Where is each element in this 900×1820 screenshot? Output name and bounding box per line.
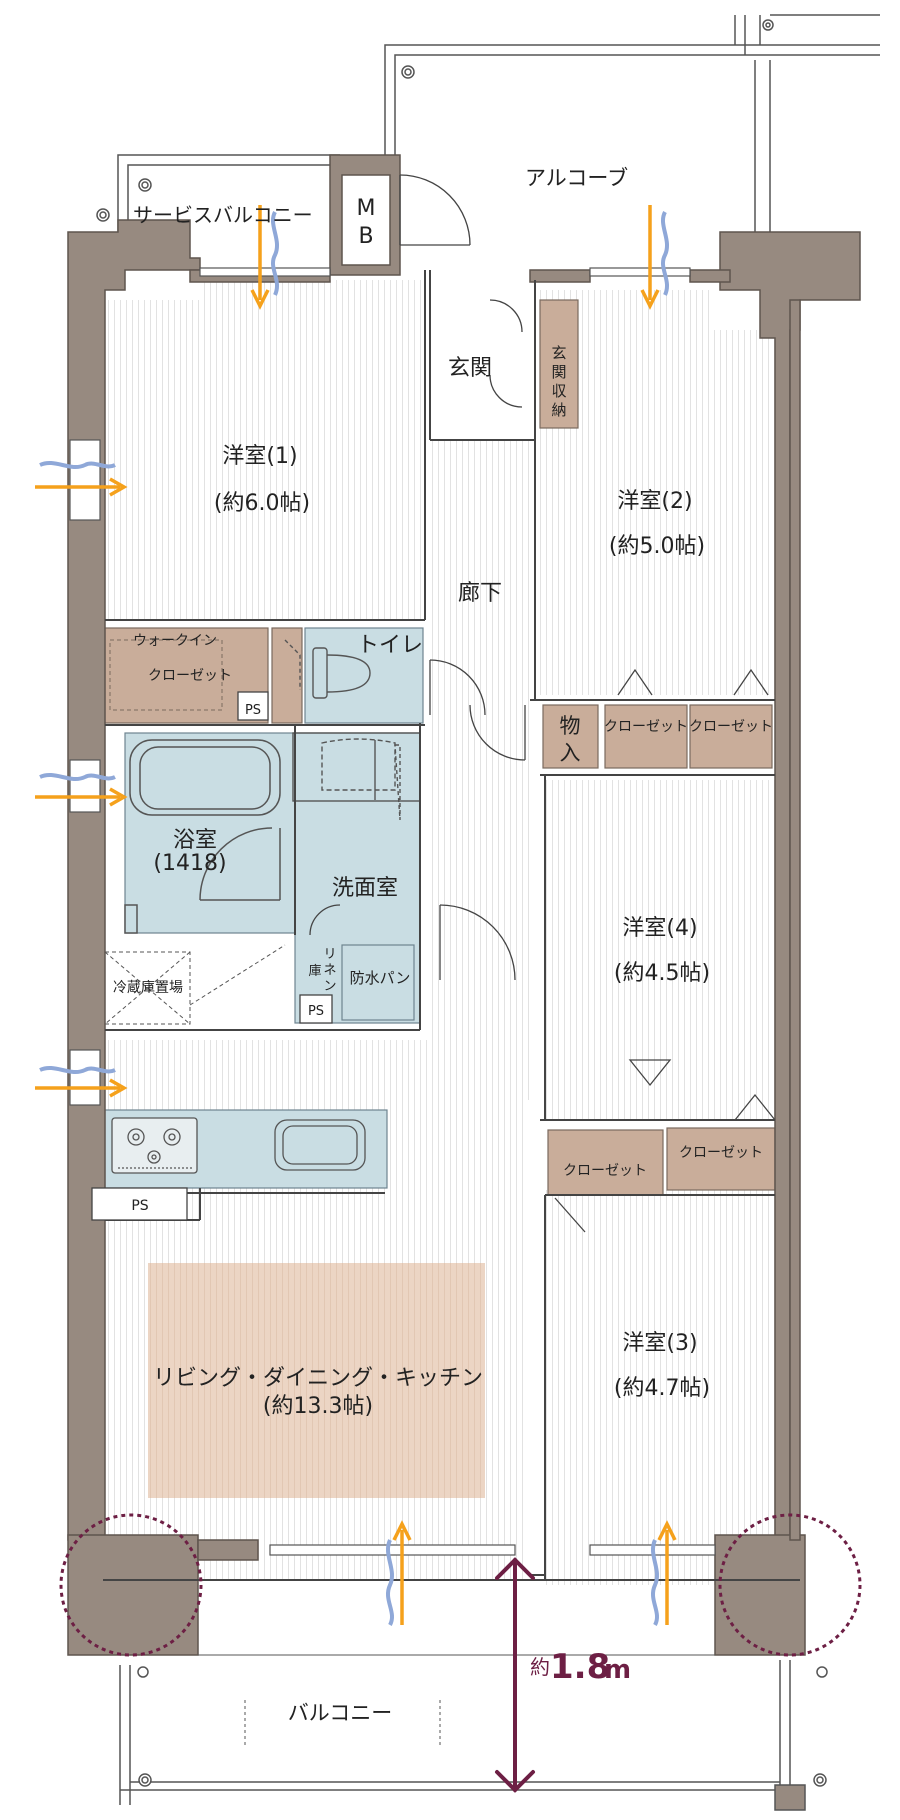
closet-room4 (666, 1127, 776, 1191)
pillar-circles (59, 1513, 862, 1657)
label-storage-1: 物 (560, 714, 581, 738)
fridge-space (104, 944, 286, 1025)
waterproof-pan (341, 944, 415, 1021)
label-walkin-2: クローゼット (148, 668, 232, 684)
depth-prefix: 約 (530, 1655, 550, 1679)
closet-room2-b (689, 704, 773, 769)
toilet-shelf (271, 627, 303, 724)
storage-closet (542, 704, 599, 769)
label-genkan-storage-1: 玄 (551, 344, 566, 362)
label-linen-1: リ (323, 947, 336, 962)
vent-arrow-kitchen-side (35, 1066, 128, 1098)
vent-arrow-room3-bottom (651, 1520, 677, 1626)
pillar-circle-right (718, 1513, 862, 1657)
label-genkan-storage-4: 納 (551, 401, 566, 419)
bathtub (124, 739, 281, 934)
toilet-fixture (284, 639, 371, 699)
label-room1-size: (約6.0帖) (214, 491, 310, 516)
label-room3-size: (約4.7帖) (614, 1376, 710, 1401)
toilet-area (304, 627, 424, 724)
label-fridge: 冷蔵庫置場 (113, 979, 183, 996)
label-ldk-size: (約13.3帖) (263, 1394, 373, 1419)
alcove-area (96, 14, 880, 240)
label-room2-name: 洋室(2) (617, 489, 692, 514)
label-bath-size: (1418) (153, 851, 226, 876)
label-hallway: 廊下 (458, 581, 502, 606)
ldk-highlight (148, 1263, 485, 1498)
partitions (103, 270, 800, 1581)
label-genkan-storage-3: 収 (551, 382, 566, 400)
label-closet-room2-b: クローゼット (689, 719, 773, 735)
label-closet-room3: クローゼット (563, 1163, 647, 1179)
label-room2-size: (約5.0帖) (609, 534, 705, 559)
label-ps-2: PS (308, 1004, 324, 1019)
depth-label: 約 1.8 m (530, 1647, 631, 1687)
closet-room2-a (604, 704, 688, 769)
walls (67, 154, 861, 1656)
label-mb-m: M (357, 196, 376, 221)
vent-arrow-room2-top (640, 205, 669, 310)
label-closet-room4: クローゼット (679, 1145, 763, 1161)
label-storage-2: 入 (560, 741, 581, 765)
label-genkan-storage-2: 関 (551, 363, 566, 381)
ps-boxes (91, 691, 333, 1221)
pillar-circle-left (59, 1513, 203, 1657)
label-ps-1: PS (245, 703, 261, 718)
label-linen-storage: 庫 (308, 964, 321, 979)
kitchen-fixtures (111, 1117, 366, 1174)
label-room1-name: 洋室(1) (222, 444, 297, 469)
ventilation-arrows (35, 205, 677, 1626)
label-bath-name: 浴室 (173, 828, 217, 853)
vent-arrow-ldk-bottom (386, 1520, 412, 1626)
label-alcove: アルコーブ (525, 166, 628, 190)
label-genkan: 玄関 (448, 356, 492, 381)
label-waterproof-pan: 防水パン (350, 969, 411, 987)
depth-unit: m (604, 1655, 631, 1685)
balcony-area (119, 1654, 828, 1811)
room-labels: アルコーブ サービスバルコニー M B 玄関 玄 関 収 納 洋室(1) (約6… (113, 166, 773, 1725)
closet-room3 (547, 1129, 664, 1196)
label-closet-room2-a: クローゼット (604, 719, 688, 735)
vent-arrow-room1-side (35, 461, 128, 497)
label-ldk-name: リビング・ダイニング・キッチン (153, 1366, 483, 1391)
depth-value: 1.8 (550, 1647, 610, 1687)
label-service-balcony: サービスバルコニー (133, 203, 313, 227)
balcony-depth-dimension (495, 1557, 535, 1793)
vent-arrow-room1-top (250, 205, 279, 310)
label-linen-3: ン (323, 979, 336, 994)
label-room4-size: (約4.5帖) (614, 961, 710, 986)
label-room4-name: 洋室(4) (622, 916, 697, 941)
label-balcony: バルコニー (288, 1701, 393, 1725)
label-walkin-1: ウォークイン (133, 633, 217, 649)
label-mb-b: B (358, 224, 373, 249)
label-toilet: トイレ (357, 633, 423, 658)
genkan-storage (539, 299, 579, 429)
storage-units (102, 299, 776, 1196)
label-ps-3: PS (131, 1198, 148, 1214)
doors (309, 174, 776, 1233)
label-washroom: 洗面室 (332, 876, 398, 901)
label-room3-name: 洋室(3) (622, 1331, 697, 1356)
label-linen-2: ネ (323, 963, 336, 978)
vent-arrow-bath-side (35, 773, 128, 807)
